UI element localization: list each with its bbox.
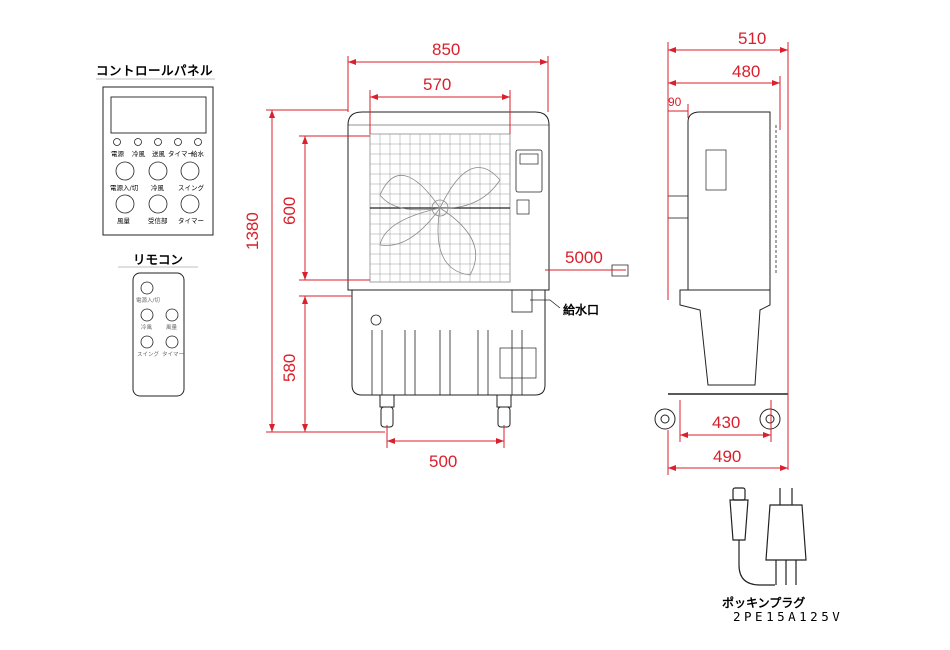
remote-label-timer: タイマー bbox=[162, 352, 185, 358]
water-inlet-leader bbox=[530, 299, 561, 309]
panel-large-button bbox=[180, 194, 200, 214]
panel-small-button bbox=[154, 138, 162, 146]
plug-body bbox=[765, 504, 807, 561]
panel-large-button bbox=[180, 161, 200, 181]
side-upper-body bbox=[687, 111, 771, 291]
front-tank-ribs bbox=[371, 330, 523, 395]
panel-label-cool-large: 冷風 bbox=[151, 184, 164, 192]
front-control-strip bbox=[515, 149, 543, 193]
front-wheels bbox=[379, 394, 512, 428]
remote-label-swing: スイング bbox=[137, 352, 160, 358]
panel-label-receiver: 受信部 bbox=[148, 217, 168, 225]
panel-label-water: 給水 bbox=[191, 150, 204, 158]
remote-button bbox=[165, 308, 179, 322]
dim-wheel-span: 500 bbox=[429, 452, 458, 471]
front-tank bbox=[351, 289, 546, 396]
remote-label-volume: 風量 bbox=[166, 325, 178, 331]
panel-small-button bbox=[194, 138, 202, 146]
control-panel-title: コントロールパネル bbox=[96, 63, 214, 78]
panel-large-buttons bbox=[115, 161, 200, 214]
plug-name: ポッキンプラグ bbox=[722, 596, 806, 610]
water-inlet-box bbox=[511, 289, 533, 313]
panel-large-button bbox=[115, 161, 135, 181]
dim-cord-length: 5000 bbox=[565, 248, 603, 267]
front-upper-body bbox=[347, 111, 550, 291]
side-view bbox=[654, 111, 788, 430]
dim-side-depth: 510 bbox=[738, 29, 767, 48]
dim-side-offset: 90 bbox=[668, 95, 682, 109]
side-wheel-left bbox=[654, 408, 676, 430]
dim-side-wheel: 490 bbox=[713, 447, 742, 466]
panel-small-button bbox=[113, 138, 121, 146]
control-panel-frame bbox=[102, 86, 214, 236]
panel-large-button bbox=[148, 161, 168, 181]
side-dimension-arrows bbox=[668, 47, 788, 471]
water-inlet-label: 給水口 bbox=[563, 303, 600, 317]
panel-large-button bbox=[148, 194, 168, 214]
dim-total-height: 1380 bbox=[243, 212, 262, 250]
panel-large-button bbox=[115, 194, 135, 214]
front-dimension-lines bbox=[266, 56, 626, 448]
front-dimension-arrows bbox=[269, 59, 548, 444]
panel-label-timer: タイマー bbox=[168, 150, 194, 158]
panel-label-timer-large: タイマー bbox=[178, 217, 204, 225]
remote-buttons bbox=[140, 281, 179, 349]
panel-label-cool: 冷風 bbox=[132, 150, 145, 158]
remote-button bbox=[140, 281, 154, 295]
panel-label-power: 電源 bbox=[111, 150, 124, 158]
remote-label-power: 電源入/切 bbox=[136, 298, 160, 304]
panel-small-button bbox=[134, 138, 142, 146]
dim-top-width: 850 bbox=[432, 40, 461, 59]
plug-drawing bbox=[729, 487, 807, 586]
remote-button bbox=[140, 335, 154, 349]
dim-panel-height: 600 bbox=[280, 196, 299, 225]
panel-label-power-onoff: 電源入/切 bbox=[110, 184, 139, 192]
dim-side-inner-depth: 480 bbox=[732, 62, 761, 81]
side-dimension-lines bbox=[667, 42, 789, 475]
dim-side-base: 430 bbox=[712, 413, 741, 432]
fan-blades bbox=[379, 167, 501, 276]
remote-button bbox=[165, 335, 179, 349]
dim-base-height: 580 bbox=[280, 353, 299, 382]
panel-small-button bbox=[174, 138, 182, 146]
control-panel-display bbox=[110, 96, 207, 134]
side-wheel-right bbox=[759, 408, 781, 430]
remote-button bbox=[140, 308, 154, 322]
dim-inner-width: 570 bbox=[423, 75, 452, 94]
panel-small-buttons bbox=[113, 138, 202, 146]
panel-label-volume: 風量 bbox=[117, 217, 130, 225]
remote-title: リモコン bbox=[133, 252, 184, 267]
remote-body bbox=[132, 272, 185, 397]
panel-label-swing: スイング bbox=[178, 184, 204, 192]
plug-model: 2PE15A125V bbox=[733, 609, 844, 624]
front-view bbox=[347, 111, 629, 428]
panel-label-fan: 送風 bbox=[152, 150, 165, 158]
remote-label-cool: 冷風 bbox=[141, 325, 153, 331]
side-base bbox=[679, 289, 771, 386]
